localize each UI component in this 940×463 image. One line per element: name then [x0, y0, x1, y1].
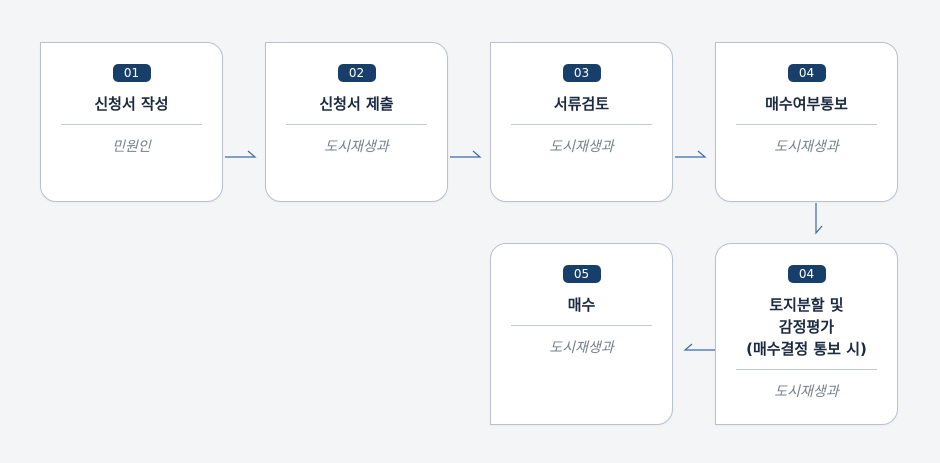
step-title-line: (매수결정 통보 시) [746, 340, 867, 358]
step-title-line: 신청서 제출 [319, 95, 394, 113]
step-card-04: 04 매수여부통보 도시재생과 [715, 42, 898, 202]
arrow-right-icon [225, 150, 257, 158]
step-title-line: 서류검토 [553, 95, 610, 113]
step-divider [286, 124, 427, 125]
arrow-down-icon [815, 203, 823, 235]
step-card-05: 05 매수 도시재생과 [490, 243, 673, 425]
step-department: 도시재생과 [324, 139, 389, 155]
step-card-03: 03 서류검토 도시재생과 [490, 42, 673, 202]
step-number-badge: 02 [337, 64, 376, 82]
step-title: 신청서 작성 [41, 93, 222, 115]
step-number-badge: 04 [787, 64, 826, 82]
step-number-badge: 01 [112, 64, 151, 82]
arrow-left-icon [683, 343, 715, 351]
step-title: 매수 [491, 294, 672, 316]
step-title-line: 매수 [567, 296, 596, 314]
step-divider [511, 325, 652, 326]
step-department: 도시재생과 [774, 384, 839, 400]
step-number-badge: 03 [562, 64, 601, 82]
arrow-right-icon [450, 150, 482, 158]
step-card-02: 02 신청서 제출 도시재생과 [265, 42, 448, 202]
step-number-badge: 05 [562, 265, 601, 283]
step-divider [736, 369, 877, 370]
step-title-line: 매수여부통보 [765, 95, 848, 113]
step-title: 토지분할 및 감정평가 (매수결정 통보 시) [716, 294, 897, 360]
arrow-right-icon [675, 150, 707, 158]
step-department: 도시재생과 [549, 340, 614, 356]
step-title: 서류검토 [491, 93, 672, 115]
step-department: 도시재생과 [549, 139, 614, 155]
step-title-line: 신청서 작성 [94, 95, 169, 113]
step-department: 도시재생과 [774, 139, 839, 155]
step-divider [511, 124, 652, 125]
step-divider [61, 124, 202, 125]
step-number-badge: 04 [787, 265, 826, 283]
step-title: 매수여부통보 [716, 93, 897, 115]
step-title: 신청서 제출 [266, 93, 447, 115]
step-card-01: 01 신청서 작성 민원인 [40, 42, 223, 202]
step-card-04-appraisal: 04 토지분할 및 감정평가 (매수결정 통보 시) 도시재생과 [715, 243, 898, 425]
step-title-line: 토지분할 및 [769, 296, 844, 314]
step-divider [736, 124, 877, 125]
step-department: 민원인 [112, 139, 151, 155]
step-title-line: 감정평가 [778, 318, 835, 336]
